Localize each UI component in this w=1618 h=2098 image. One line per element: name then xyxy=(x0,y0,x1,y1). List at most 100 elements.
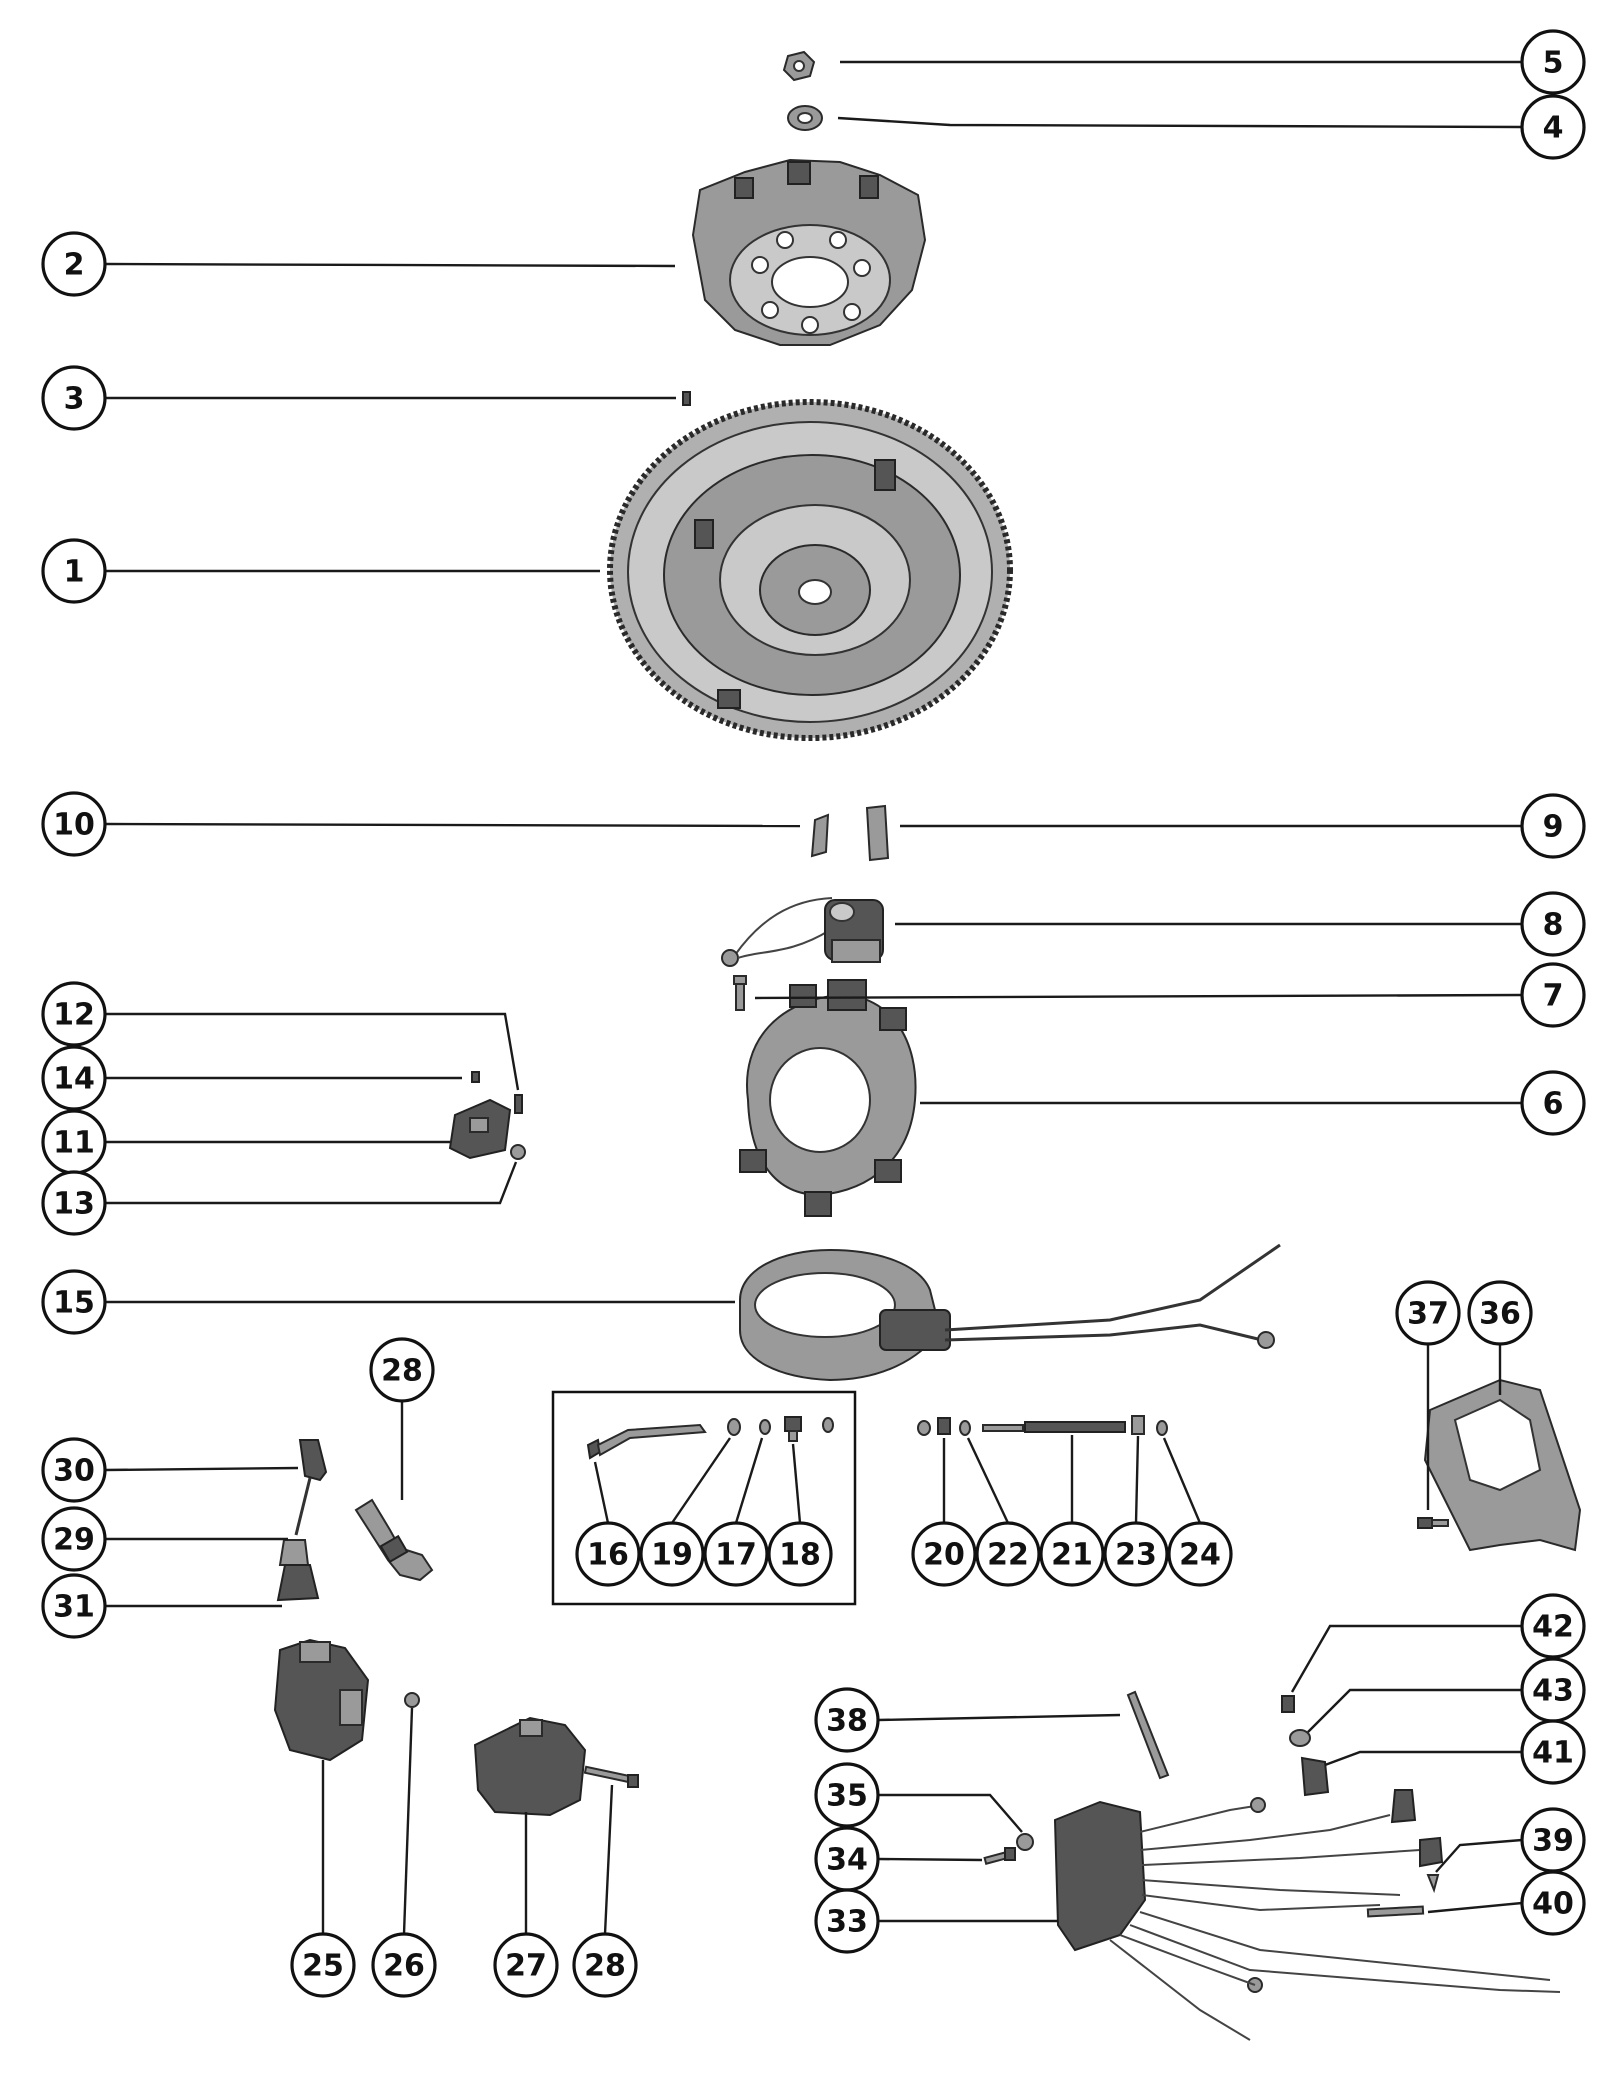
part-screw-37 xyxy=(1417,1517,1449,1529)
callout-18: 18 xyxy=(767,1521,833,1587)
callout-number: 37 xyxy=(1407,1297,1449,1332)
callout-6: 6 xyxy=(1520,1070,1586,1136)
part-washer-26 xyxy=(404,1692,420,1708)
callout-number: 3 xyxy=(64,382,85,417)
callout-7: 7 xyxy=(1520,962,1586,1028)
part-kit-16-19 xyxy=(586,1416,834,1460)
callout-number: 12 xyxy=(53,998,95,1033)
callout-10: 10 xyxy=(41,791,107,857)
part-flywheel-1 xyxy=(607,399,1013,741)
callout-number: 19 xyxy=(651,1538,693,1573)
callout-14: 14 xyxy=(41,1045,107,1111)
callout-33: 33 xyxy=(814,1888,880,1954)
leader-line-39 xyxy=(1435,1838,1523,1873)
callout-number: 11 xyxy=(53,1126,95,1161)
part-spark-plug-lead xyxy=(276,1439,328,1602)
callout-circle xyxy=(1520,1593,1586,1659)
callout-circle xyxy=(814,1687,880,1753)
leader-line-23 xyxy=(1134,1435,1140,1524)
part-bracket-27 xyxy=(473,1716,587,1817)
callout-circle xyxy=(41,1170,107,1236)
leader-line-30 xyxy=(104,1466,299,1472)
leader-lines xyxy=(104,60,1523,1935)
leader-line-43 xyxy=(1307,1688,1522,1733)
callout-5: 5 xyxy=(1520,29,1586,95)
callout-number: 28 xyxy=(381,1354,423,1389)
part-washer-35 xyxy=(1016,1833,1034,1851)
leader-line-24 xyxy=(1162,1437,1202,1524)
part-sleeve-40 xyxy=(1366,1905,1425,1918)
callout-number: 15 xyxy=(53,1286,95,1321)
part-stator-6 xyxy=(739,979,917,1217)
callout-circle xyxy=(41,231,107,297)
callout-number: 38 xyxy=(826,1704,868,1739)
callout-11: 11 xyxy=(41,1109,107,1175)
callout-circle xyxy=(1167,1521,1233,1587)
part-nut-13 xyxy=(510,1144,526,1160)
callout-circle xyxy=(369,1337,435,1403)
leader-line-7 xyxy=(754,993,1523,1000)
callout-circle xyxy=(1520,29,1586,95)
callout-number: 43 xyxy=(1532,1674,1574,1709)
callout-circle xyxy=(1395,1280,1461,1346)
callout-number: 9 xyxy=(1543,810,1564,845)
leader-line-26 xyxy=(402,1707,414,1935)
leader-line-38 xyxy=(877,1713,1121,1722)
callout-number: 42 xyxy=(1532,1610,1574,1645)
callout-number: 4 xyxy=(1543,111,1564,146)
callout-number: 35 xyxy=(826,1779,868,1814)
part-key-3 xyxy=(682,391,691,406)
callout-34: 34 xyxy=(814,1826,880,1892)
callout-number: 34 xyxy=(826,1843,868,1878)
callout-38: 38 xyxy=(814,1687,880,1753)
part-set-20-24 xyxy=(917,1415,1168,1436)
callout-number: 31 xyxy=(53,1590,95,1625)
callout-number: 6 xyxy=(1543,1087,1564,1122)
callout-number: 10 xyxy=(53,808,95,843)
callout-circle xyxy=(41,791,107,857)
callout-number: 30 xyxy=(53,1454,95,1489)
callout-circle xyxy=(371,1932,437,1998)
callout-circle xyxy=(41,1437,107,1503)
callout-number: 17 xyxy=(715,1538,757,1573)
part-magnet-9 xyxy=(865,804,890,862)
callout-number: 24 xyxy=(1179,1538,1221,1573)
callout-number: 25 xyxy=(302,1949,344,1984)
callout-3: 3 xyxy=(41,365,107,431)
part-screw-34 xyxy=(983,1847,1016,1865)
leader-line-35 xyxy=(878,1793,1023,1833)
callout-circle xyxy=(575,1521,641,1587)
callout-circle xyxy=(911,1521,977,1587)
leader-line-28 xyxy=(603,1784,614,1935)
callout-circle xyxy=(767,1521,833,1587)
callout-circle xyxy=(1103,1521,1169,1587)
callout-circle xyxy=(572,1932,638,1998)
callout-circle xyxy=(41,981,107,1047)
part-spark-plug-28 xyxy=(354,1498,434,1582)
callout-circle xyxy=(41,538,107,604)
leader-line-2 xyxy=(104,262,676,268)
callout-circle xyxy=(703,1521,769,1587)
leader-line-18 xyxy=(791,1443,802,1524)
part-nut-5 xyxy=(782,50,816,82)
callout-number: 1 xyxy=(64,555,85,590)
callout-number: 23 xyxy=(1115,1538,1157,1573)
callout-number: 13 xyxy=(53,1187,95,1222)
callout-13: 13 xyxy=(41,1170,107,1236)
callout-22: 22 xyxy=(975,1521,1041,1587)
callout-circle xyxy=(1520,891,1586,957)
callout-number: 16 xyxy=(587,1538,629,1573)
callout-41: 41 xyxy=(1520,1719,1586,1785)
callout-31: 31 xyxy=(41,1573,107,1639)
callout-number: 20 xyxy=(923,1538,965,1573)
part-clamp-hardware xyxy=(1281,1695,1330,1797)
callout-number: 27 xyxy=(505,1949,547,1984)
callout-circle xyxy=(1520,1070,1586,1136)
callout-number: 21 xyxy=(1051,1538,1093,1573)
callout-23: 23 xyxy=(1103,1521,1169,1587)
callout-number: 22 xyxy=(987,1538,1029,1573)
leader-line-16 xyxy=(593,1461,610,1524)
callout-2: 2 xyxy=(41,231,107,297)
callout-19: 19 xyxy=(639,1521,705,1587)
